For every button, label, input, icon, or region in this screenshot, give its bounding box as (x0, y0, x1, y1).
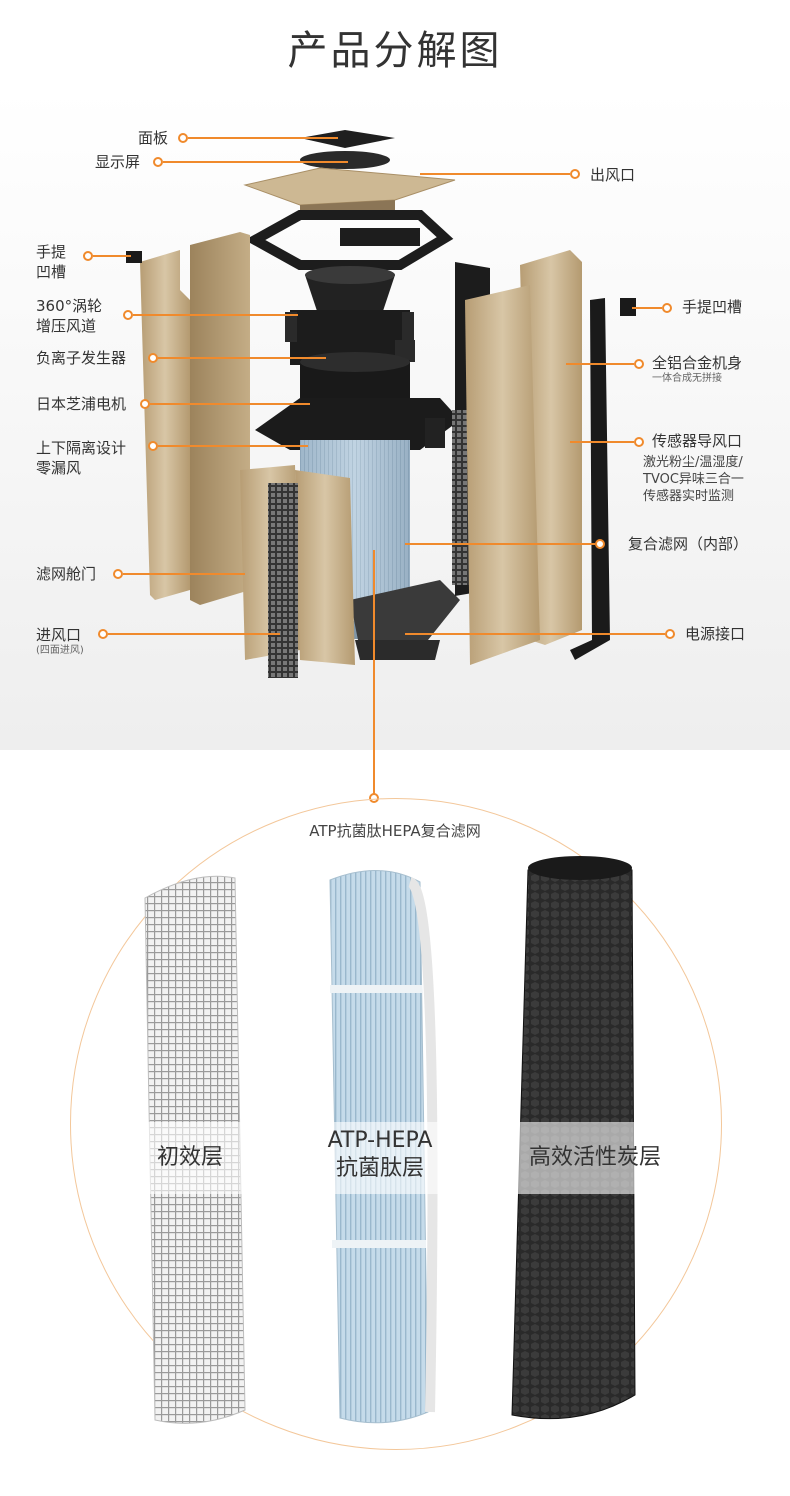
exploded-scene (0, 90, 790, 795)
label-filter: 复合滤网（内部） (628, 535, 749, 553)
filter-section-circle (70, 798, 722, 1450)
label-sensor-sub1: 激光粉尘/温湿度/ (643, 455, 743, 470)
line-ion (158, 357, 326, 359)
label-power: 电源接口 (685, 625, 746, 643)
dot-outlet (570, 169, 580, 179)
label-seal-line2: 零漏风 (36, 459, 82, 477)
filter-label-band (140, 1122, 670, 1194)
label-door: 滤网舱门 (36, 565, 97, 583)
line-handle-left (93, 255, 131, 257)
label-body-text: 全铝合金机身 (652, 354, 743, 372)
label-sensor-sub2: TVOC异味三合一 (643, 472, 744, 487)
label-seal: 上下隔离设计 零漏风 (36, 438, 126, 478)
line-filter (405, 543, 595, 545)
dot-display (153, 157, 163, 167)
label-hepa: ATP-HEPA 抗菌肽层 (315, 1127, 445, 1183)
right-side-rail (570, 298, 610, 660)
dot-sensor (634, 437, 644, 447)
label-inlet-text: 进风口 (36, 626, 82, 644)
label-sensor-desc: 激光粉尘/温湿度/ TVOC异味三合一 传感器实时监测 (643, 454, 744, 505)
label-handle-left-line2: 凹槽 (36, 263, 67, 281)
label-outlet: 出风口 (590, 166, 636, 184)
filter-door-part (240, 465, 355, 678)
label-sensor: 传感器导风口 (652, 431, 742, 451)
dot-handle-right (662, 303, 672, 313)
right-handle-part (620, 298, 636, 316)
dot-filter (595, 539, 605, 549)
filter-section-title: ATP抗菌肽HEPA复合滤网 (309, 822, 481, 840)
top-panel-part (300, 130, 395, 148)
label-turbo-line2: 增压风道 (36, 317, 97, 335)
dot-door (113, 569, 123, 579)
line-turbo (133, 314, 298, 316)
label-body-sub: 一体合成无拼接 (652, 373, 722, 384)
page-title: 产品分解图 (287, 28, 503, 74)
label-seal-line1: 上下隔离设计 (36, 439, 127, 457)
dot-ion (148, 353, 158, 363)
label-hepa-line2: 抗菌肽层 (335, 1156, 424, 1181)
label-ion: 负离子发生器 (36, 349, 127, 367)
label-inlet: 进风口 (四面进风) (36, 625, 84, 657)
label-turbo-line1: 360°涡轮 (36, 297, 103, 315)
line-seal (158, 445, 308, 447)
label-carbon: 高效活性炭层 (528, 1145, 661, 1170)
line-outlet (420, 173, 570, 175)
label-turbo: 360°涡轮 增压风道 (36, 296, 102, 336)
line-door (123, 573, 245, 575)
separation-plate-part (255, 398, 460, 450)
line-motor (150, 403, 310, 405)
dot-body (634, 359, 644, 369)
line-handle-right (632, 307, 662, 309)
display-screen-part (300, 151, 390, 169)
label-panel: 面板 (138, 129, 169, 147)
dot-handle-left (83, 251, 93, 261)
bottom-base-part (350, 580, 460, 660)
label-hepa-line1: ATP-HEPA (327, 1128, 433, 1153)
label-display: 显示屏 (95, 153, 141, 171)
left-handle-part (126, 251, 142, 263)
dot-panel (178, 133, 188, 143)
label-pre-filter: 初效层 (156, 1145, 223, 1170)
label-handle-left-line1: 手提 (36, 243, 67, 261)
line-power (405, 633, 665, 635)
line-inlet (108, 633, 280, 635)
dot-seal (148, 441, 158, 451)
purifier-exploded-illustration (126, 130, 636, 678)
label-handle-left: 手提 凹槽 (36, 242, 66, 282)
filter-callout-line (373, 550, 375, 795)
left-back-shell (140, 232, 250, 605)
label-motor: 日本芝浦电机 (36, 395, 127, 413)
dot-motor (140, 399, 150, 409)
label-sensor-sub3: 传感器实时监测 (643, 489, 735, 504)
line-sensor (570, 441, 634, 443)
line-body (566, 363, 634, 365)
line-panel (188, 137, 338, 139)
label-sensor-text: 传感器导风口 (652, 432, 743, 450)
dot-turbo (123, 310, 133, 320)
line-display (163, 161, 348, 163)
label-body: 全铝合金机身 一体合成无拼接 (652, 353, 742, 385)
label-inlet-sub: (四面进风) (36, 645, 84, 656)
dot-inlet (98, 629, 108, 639)
right-shell (465, 250, 582, 665)
label-handle-right: 手提凹槽 (682, 298, 743, 316)
dot-power (665, 629, 675, 639)
frame-ring-part (244, 210, 454, 270)
